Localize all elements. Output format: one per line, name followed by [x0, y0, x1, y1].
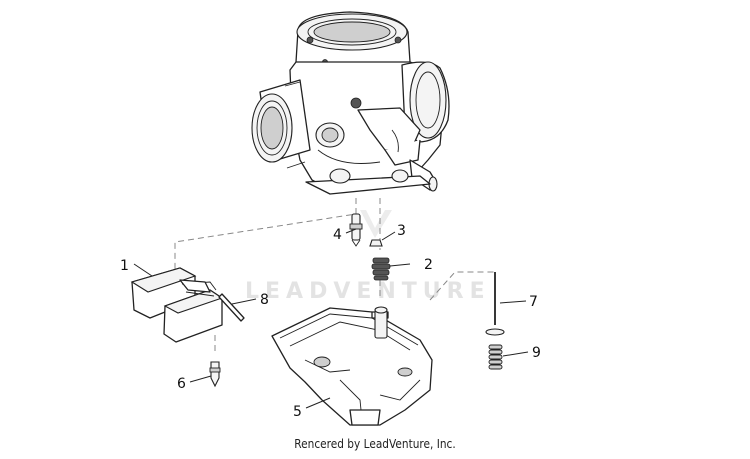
callout-7: 7 — [529, 294, 538, 310]
callout-5: 5 — [293, 404, 302, 420]
part-4-main-jet — [349, 213, 363, 247]
part-5-float-bowl — [271, 306, 433, 426]
watermark-logo: LEADVENTURE — [245, 210, 491, 304]
callout-labels: 1 2 3 4 5 6 7 8 9 — [120, 223, 541, 420]
callout-3: 3 — [397, 223, 406, 239]
part-8-float-pin — [218, 293, 245, 322]
carburetor-body — [251, 11, 450, 195]
part-2-spring — [371, 257, 391, 281]
callout-8: 8 — [260, 292, 269, 308]
callout-2: 2 — [424, 257, 433, 273]
callout-leaders — [133, 228, 529, 409]
part-3-washer — [369, 239, 383, 247]
part-7-jet-needle — [485, 272, 505, 336]
callout-9: 9 — [532, 345, 541, 361]
watermark-text: LEADVENTURE — [245, 279, 491, 304]
callout-6: 6 — [177, 376, 186, 392]
footer-credit: Rencered by LeadVenture, Inc. — [294, 437, 456, 451]
part-1-float — [130, 267, 224, 343]
callout-4: 4 — [333, 227, 342, 243]
callout-1: 1 — [120, 258, 129, 274]
part-6-needle-valve — [209, 361, 221, 388]
part-9-spring — [488, 344, 503, 370]
